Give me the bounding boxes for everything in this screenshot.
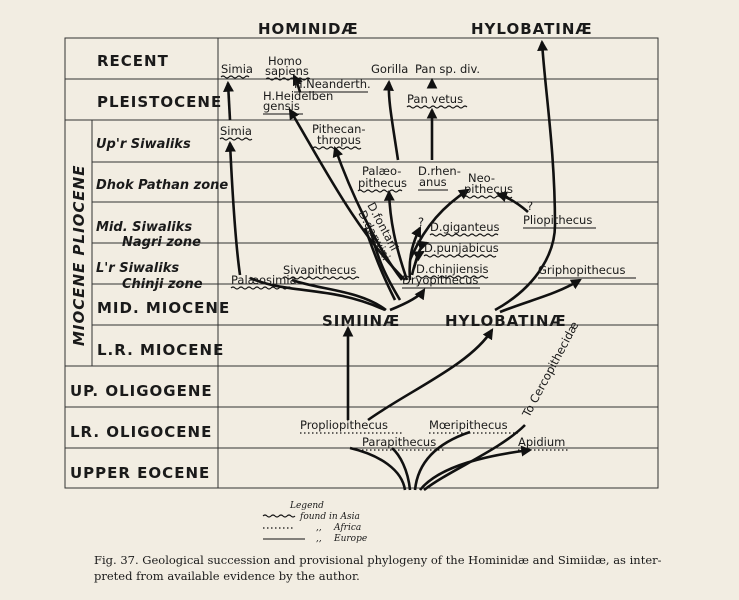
taxon-d-chinjiensis: D.chinjiensis: [416, 262, 489, 276]
taxon-simia-upr: Simia: [220, 124, 252, 138]
row-label-chinji-zone: Chinji zone: [122, 277, 203, 292]
branch-lines: [223, 39, 582, 492]
taxon-parapithecus: Parapithecus: [362, 435, 436, 449]
taxon-apidium: Apidium: [518, 435, 565, 449]
epoch-side-label: MIOCENE PLIOCENE: [70, 165, 88, 346]
caption-line-1: Fig. 37. Geological succession and provi…: [94, 553, 662, 567]
row-label-upr-siwaliks: Up'r Siwaliks: [96, 137, 191, 152]
taxon-d-rhenanus: D.rhen-: [418, 164, 461, 178]
taxon-pan-vetus: Pan vetus: [407, 92, 463, 106]
legend-asia: found in Asia: [299, 512, 360, 522]
taxon-neopithecus-2: pithecus: [464, 182, 513, 196]
taxon-cercopithecidae: To Cercopithecidæ: [519, 319, 582, 420]
row-label-recent: RECENT: [97, 52, 169, 70]
table-grid: [64, 37, 659, 489]
simiinae-label: SIMIINÆ: [322, 312, 400, 330]
question-mark-giganteus: ?: [418, 215, 424, 229]
taxon-homo-sapiens: sapiens: [265, 64, 309, 78]
taxon-simia-recent: Simia: [221, 62, 253, 76]
legend-europe: Europe: [333, 534, 367, 544]
taxon-sivapithecus: Sivapithecus: [283, 263, 356, 277]
taxon-palaeosimia: Palæosimia: [231, 273, 297, 287]
hylobatinae-mid-label: HYLOBATINÆ: [445, 312, 567, 330]
taxon-gorilla: Gorilla: [371, 62, 408, 76]
taxon-h-heidelb-gensis: gensis: [263, 99, 300, 113]
caption-line-2: preted from available evidence by the au…: [94, 569, 360, 583]
legend-africa: Africa: [333, 523, 361, 533]
taxon-pithecanthropus: Pithecan-: [312, 122, 366, 136]
legend: Legend found in Asia ,, Africa ,, Europe: [262, 501, 367, 544]
row-label-mid-siwaliks: Mid. Siwaliks: [96, 220, 192, 235]
row-label-lr-siwaliks: L'r Siwaliks: [96, 261, 179, 276]
taxon-d-punjabicus: D.punjabicus: [424, 241, 499, 255]
taxon-palaeopithecus-2: pithecus: [358, 176, 407, 190]
row-label-dhok-pathan: Dhok Pathan zone: [96, 178, 228, 193]
taxon-pithecanthropus-2: thropus: [317, 133, 361, 147]
taxon-pan-sp: Pan sp. div.: [415, 62, 480, 76]
taxon-neopithecus: Neo-: [468, 171, 495, 185]
row-label-up-oligocene: UP. OLIGOGENE: [70, 382, 213, 400]
legend-ditto-1: ,,: [316, 523, 322, 533]
taxon-pliopithecus: Pliopithecus: [523, 213, 592, 227]
taxon-underlines: [219, 75, 636, 451]
taxon-griphopithecus: Griphopithecus: [538, 263, 625, 277]
row-label-pleistocene: PLEISTOCENE: [97, 93, 222, 111]
hominidae-header: HOMINIDÆ: [258, 20, 359, 38]
taxon-propliopithecus: Propliopithecus: [300, 418, 388, 432]
legend-ditto-2: ,,: [316, 534, 322, 544]
taxon-h-neanderth: H.Neanderth.: [294, 77, 371, 91]
row-label-mid-miocene: MID. MIOCENE: [97, 299, 230, 317]
hylobatinae-header: HYLOBATINÆ: [471, 20, 593, 38]
taxon-moeripithecus: Mœripithecus: [429, 418, 508, 432]
row-label-lr-oligocene: LR. OLIGOCENE: [70, 423, 212, 441]
row-label-nagri-zone: Nagri zone: [122, 235, 201, 250]
taxon-palaeopithecus: Palæo-: [362, 164, 401, 178]
taxon-dryopithecus: Dryopithecus: [402, 273, 478, 287]
taxon-d-rhenanus-2: anus: [419, 175, 447, 189]
taxon-d-giganteus: D.giganteus: [430, 220, 500, 234]
row-label-lr-miocene: L.R. MIOCENE: [97, 341, 224, 359]
row-label-upper-eocene: UPPER EOCENE: [70, 464, 210, 482]
figure-caption: Fig. 37. Geological succession and provi…: [94, 552, 694, 584]
legend-title: Legend: [289, 501, 324, 511]
taxon-homo: Homo: [268, 54, 302, 68]
question-mark-pliopithecus: ?: [527, 199, 533, 213]
